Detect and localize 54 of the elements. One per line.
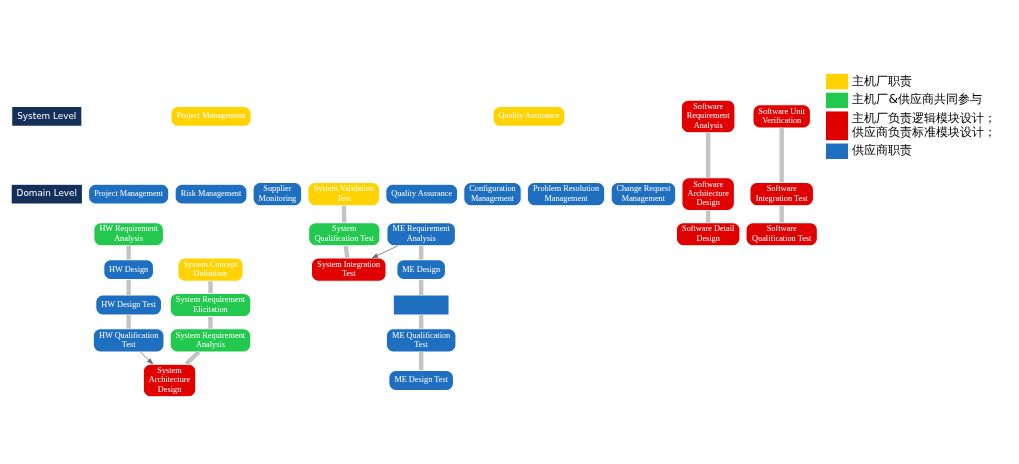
connector (208, 316, 213, 329)
node-box: ME Qualification Test (385, 328, 457, 353)
connector (126, 279, 131, 295)
node-box: HW Design (103, 259, 155, 281)
node-box: HW Design Test (95, 294, 163, 316)
connector (343, 245, 350, 259)
connector (418, 246, 424, 260)
node-box: Configuration Management (463, 181, 522, 207)
node-box: Risk Management (174, 183, 248, 205)
node-box: Problem Resolution Management (526, 181, 606, 207)
connector (418, 352, 424, 371)
legend-label: 供应商职责 (852, 143, 913, 158)
node-box: ME Design (396, 259, 447, 281)
node-box: System Level (11, 105, 83, 127)
node-box: Project Management (88, 183, 170, 205)
node-box: System Concept Definition (177, 257, 244, 282)
node-box: ME Requirement Analysis (386, 222, 456, 247)
legend-label: 主机厂负责逻辑模块设计；供应商负责标准模块设计； (852, 111, 997, 139)
node-box (392, 294, 450, 316)
connector (126, 315, 131, 329)
connector (184, 350, 201, 366)
legend-label: 主机厂&供应商共同参与 (852, 92, 982, 107)
connector (779, 128, 784, 183)
node-box: Change Request Management (610, 181, 677, 207)
node-box: Software Unit Verification (752, 104, 811, 129)
legend-label: 主机厂职责 (852, 73, 913, 88)
arrow (371, 245, 399, 259)
node-box: System Qualification Test (308, 222, 381, 247)
connector (705, 132, 711, 178)
node-box: Software Requirement Analysis (680, 99, 736, 134)
connector (705, 210, 711, 223)
node-box: Quality Assurance (385, 183, 459, 205)
node-box: System Validation Test (307, 181, 381, 207)
node-box: Software Architecture Design (681, 177, 735, 211)
connector (208, 281, 213, 294)
connector (779, 205, 784, 223)
node-box: HW Qualification Test (92, 328, 165, 353)
node-box: Project Management (170, 105, 252, 127)
node-box: System Requirement Analysis (169, 328, 252, 353)
node-box: Software Integration Test (749, 181, 815, 207)
connector (126, 246, 131, 260)
arrow (139, 351, 154, 365)
node-box: ME Design Test (388, 369, 455, 391)
node-box: Domain Level (10, 183, 83, 205)
connector (418, 279, 424, 295)
node-box: System Architecture Design (142, 363, 197, 398)
node-box: HW Requirement Analysis (93, 222, 165, 247)
node-box: Software Detail Design (675, 222, 741, 247)
node-box: System Integration Test (310, 257, 387, 282)
node-box: Supplier Monitoring (252, 181, 303, 207)
node-box: System Requirement Elicitation (169, 292, 252, 318)
node-box: Software Qualification Test (745, 222, 818, 247)
connector (418, 315, 424, 329)
node-box: Quality Assurance (492, 105, 566, 127)
